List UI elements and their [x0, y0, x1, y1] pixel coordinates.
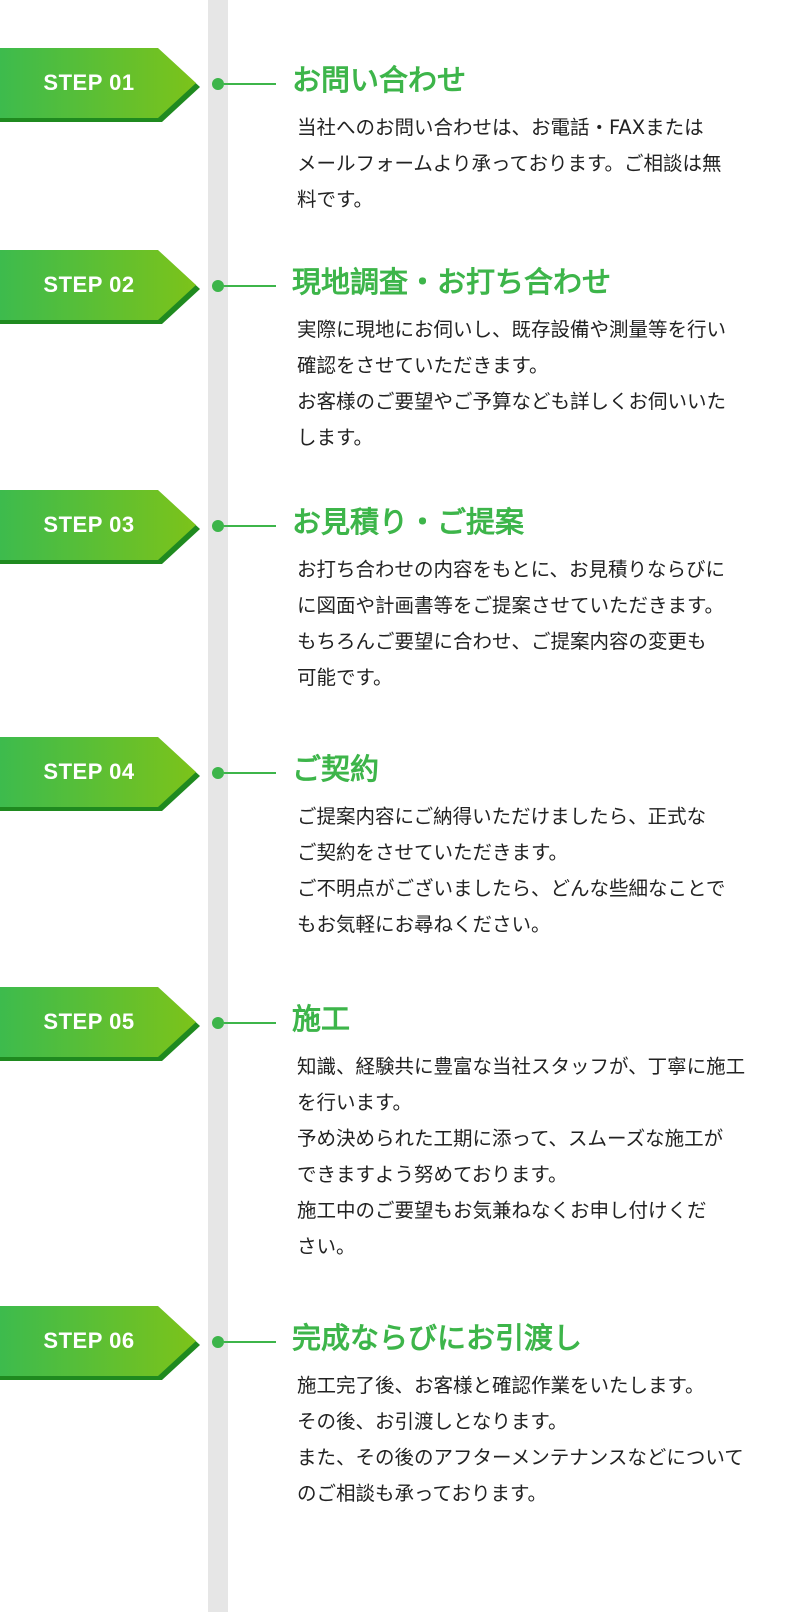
step-badge-arrow	[0, 737, 200, 811]
step-badge: STEP 01	[0, 48, 200, 122]
timeline-dot	[212, 280, 224, 292]
description-line: 可能です。	[297, 666, 393, 689]
timeline-connector	[224, 1022, 276, 1024]
timeline-dot	[212, 78, 224, 90]
description-line: 施工中のご要望もお気兼ねなくお申し付けくだ	[297, 1199, 707, 1222]
description-line: を行います。	[297, 1091, 413, 1114]
step-badge: STEP 03	[0, 490, 200, 564]
step-label: STEP 05	[43, 1009, 135, 1034]
description-line: 当社へのお問い合わせは、お電話・FAXまたは	[297, 116, 704, 139]
description-line: 予め決められた工期に添って、スムーズな施工が	[297, 1127, 724, 1150]
description-line: します。	[297, 426, 374, 449]
step-description: 当社へのお問い合わせは、お電話・FAXまたは メールフォームより承っております。…	[297, 110, 777, 218]
description-line: さい。	[297, 1235, 356, 1258]
description-line: 確認をさせていただきます。	[297, 354, 549, 377]
description-line: 実際に現地にお伺いし、既存設備や測量等を行い	[297, 318, 727, 341]
step-title: 完成ならびにお引渡し	[292, 1321, 583, 1355]
description-line: のご相談も承っております。	[297, 1482, 547, 1505]
step-description: 知識、経験共に豊富な当社スタッフが、丁寧に施工 を行います。 予め決められた工期…	[297, 1049, 777, 1265]
step-description: ご提案内容にご納得いただけましたら、正式な ご契約をさせていただきます。 ご不明…	[297, 799, 777, 943]
step-title: お見積り・ご提案	[292, 505, 525, 539]
step-label: STEP 06	[43, 1328, 135, 1353]
description-line: できますよう努めております。	[297, 1163, 568, 1186]
step-badge-arrow	[0, 1306, 200, 1380]
description-line: お客様のご要望やご予算なども詳しくお伺いいた	[297, 390, 727, 413]
step-label: STEP 03	[43, 512, 135, 537]
step-label: STEP 01	[43, 70, 135, 95]
timeline-connector	[224, 83, 276, 85]
step-badge: STEP 04	[0, 737, 200, 811]
step-title: お問い合わせ	[292, 63, 467, 97]
description-line: また、その後のアフターメンテナンスなどについて	[297, 1446, 744, 1469]
timeline-dot	[212, 767, 224, 779]
step-badge: STEP 06	[0, 1306, 200, 1380]
step-badge-arrow	[0, 490, 200, 564]
step-badge-arrow	[0, 987, 200, 1061]
description-line: メールフォームより承っております。ご相談は無	[297, 152, 722, 175]
step-title: 施工	[292, 1002, 351, 1036]
timeline-rail	[208, 0, 228, 1612]
timeline-connector	[224, 1341, 276, 1343]
step-badge: STEP 02	[0, 250, 200, 324]
step-label: STEP 02	[43, 272, 135, 297]
timeline-connector	[224, 772, 276, 774]
timeline-dot	[212, 1017, 224, 1029]
step-title: 現地調査・お打ち合わせ	[292, 265, 612, 299]
step-description: お打ち合わせの内容をもとに、お見積りならびに に図面や計画書等をご提案させていた…	[297, 552, 777, 696]
description-line: 料です。	[297, 188, 374, 211]
description-line: ご提案内容にご納得いただけましたら、正式な	[297, 805, 707, 828]
timeline-connector	[224, 285, 276, 287]
description-line: ご契約をさせていただきます。	[297, 841, 569, 864]
description-line: もちろんご要望に合わせ、ご提案内容の変更も	[297, 630, 707, 653]
description-line: ご不明点がございましたら、どんな些細なことで	[297, 877, 726, 900]
timeline-connector	[224, 525, 276, 527]
timeline-dot	[212, 1336, 224, 1348]
step-description: 実際に現地にお伺いし、既存設備や測量等を行い 確認をさせていただきます。 お客様…	[297, 312, 777, 456]
step-badge-arrow	[0, 48, 200, 122]
description-line: もお気軽にお尋ねください。	[297, 913, 551, 936]
description-line: 施工完了後、お客様と確認作業をいたします。	[297, 1374, 705, 1397]
step-badge-arrow	[0, 250, 200, 324]
step-badge: STEP 05	[0, 987, 200, 1061]
description-line: に図面や計画書等をご提案させていただきます。	[297, 594, 725, 617]
timeline-dot	[212, 520, 224, 532]
description-line: 知識、経験共に豊富な当社スタッフが、丁寧に施工	[297, 1055, 746, 1078]
description-line: その後、お引渡しとなります。	[297, 1410, 568, 1433]
step-description: 施工完了後、お客様と確認作業をいたします。 その後、お引渡しとなります。 また、…	[297, 1368, 777, 1512]
step-label: STEP 04	[43, 759, 135, 784]
description-line: お打ち合わせの内容をもとに、お見積りならびに	[297, 558, 726, 581]
step-title: ご契約	[292, 752, 380, 786]
